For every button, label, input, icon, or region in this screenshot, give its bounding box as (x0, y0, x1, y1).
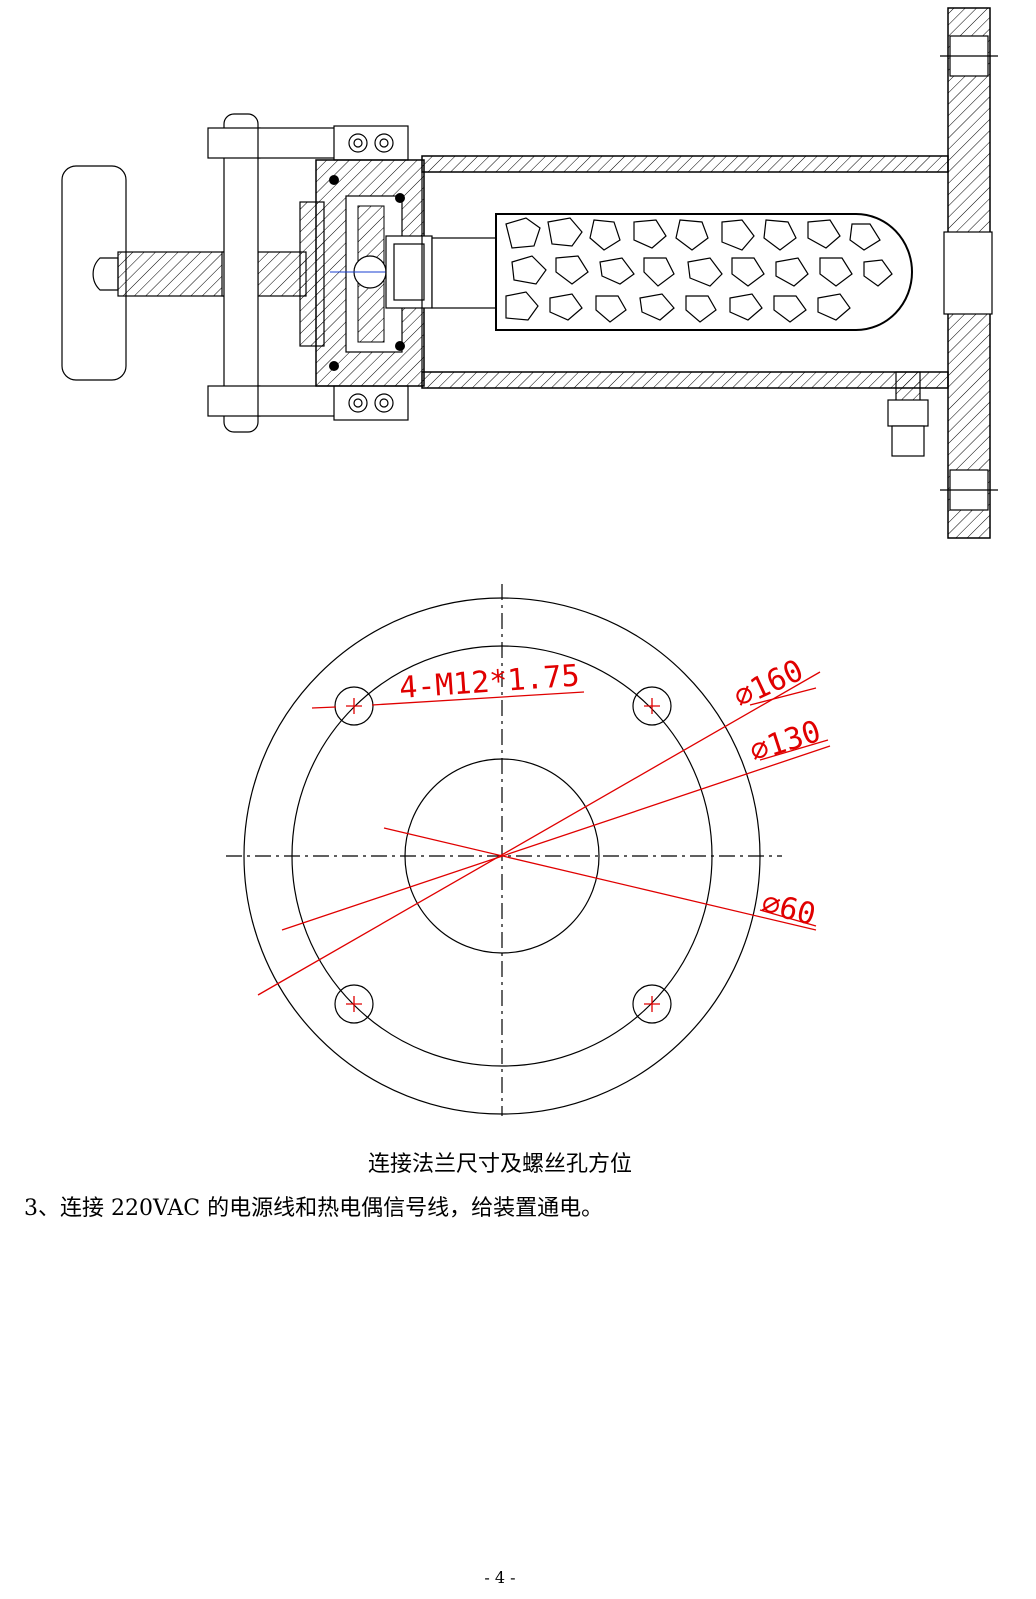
flange-dimension-drawing: 4-M12*1.75 ⌀160 ⌀130 ⌀60 (226, 584, 831, 1116)
diameter-160-label: ⌀160 (729, 653, 809, 715)
page-number: - 4 - (484, 1568, 516, 1587)
dimension-lines (257, 671, 831, 996)
valve-body (299, 159, 433, 387)
bore-circle (404, 758, 600, 954)
diameter-60-label: ⌀60 (758, 886, 819, 933)
bolt-holes (334, 686, 672, 1024)
assembly-section-drawing (61, 7, 998, 539)
bolt-circle (291, 645, 713, 1067)
outer-tube (421, 155, 949, 389)
bolt-spec-label: 4-M12*1.75 (398, 658, 581, 706)
outer-diameter-circle (243, 597, 761, 1115)
filter-element (495, 213, 913, 331)
step-3-instruction: 3、连接 220VAC 的电源线和热电偶信号线，给装置通电。 (24, 1196, 604, 1221)
mounting-flange (940, 7, 998, 539)
clamp-ring (207, 113, 409, 433)
handwheel (61, 165, 307, 381)
figure-caption: 连接法兰尺寸及螺丝孔方位 (367, 1152, 632, 1177)
thermocouple-fitting (887, 371, 929, 457)
